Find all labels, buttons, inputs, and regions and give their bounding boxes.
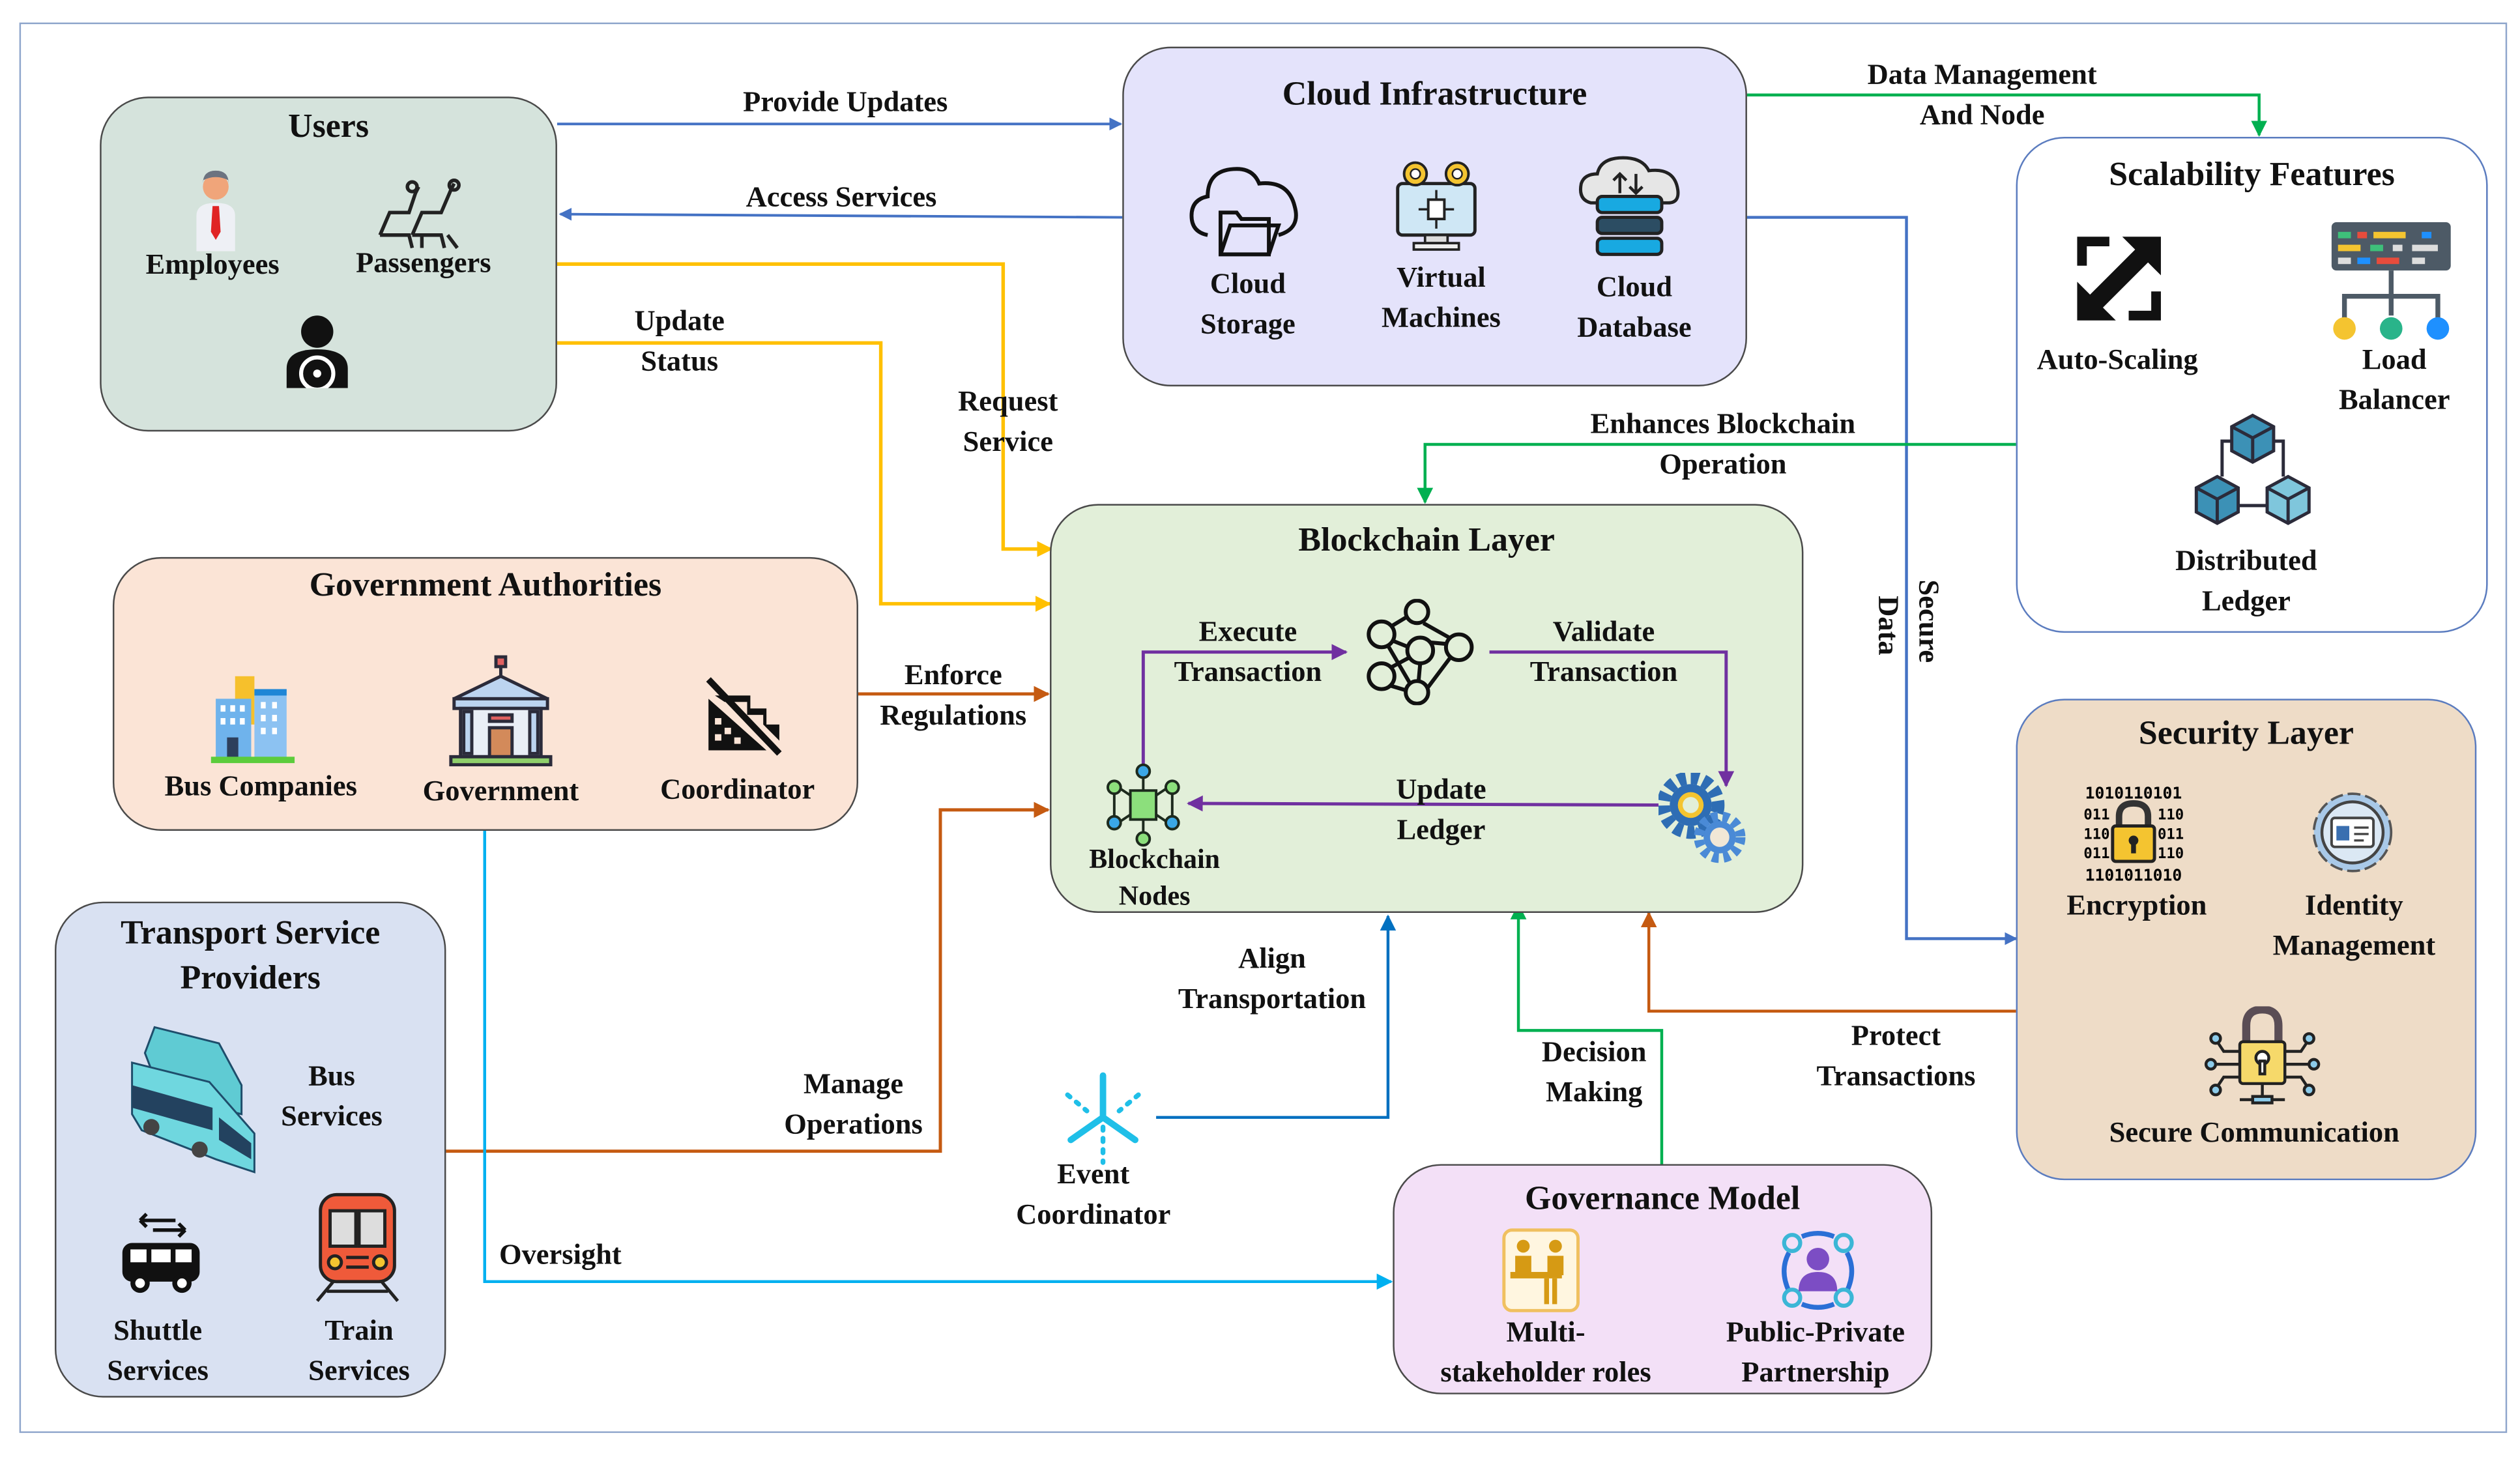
employee-icon <box>196 170 235 252</box>
governance-item-multi-stakeholder: Multi-stakeholder roles <box>1440 1315 1651 1388</box>
svg-text:110: 110 <box>2083 826 2109 843</box>
coordinator-icon <box>706 677 782 756</box>
cloud-title: Cloud Infrastructure <box>1282 74 1587 113</box>
security-item-secure-communication: Secure Communication <box>2109 1116 2399 1148</box>
driver-icon <box>286 315 348 388</box>
government-item-government: Government <box>422 774 579 807</box>
edge-update-status <box>557 341 1052 612</box>
bus-icon <box>131 1026 255 1174</box>
government-title: Government Authorities <box>309 565 662 604</box>
governance-title: Governance Model <box>1525 1178 1801 1218</box>
edge-manage-operations <box>446 801 1050 1153</box>
cloud-database-icon <box>1579 156 1680 256</box>
svg-text:110: 110 <box>2158 807 2184 824</box>
identity-management-icon <box>2312 792 2393 873</box>
distributed-ledger-icon <box>2194 413 2311 525</box>
edge-protect-transactions <box>1640 911 2016 1013</box>
edge-enhances-blockchain <box>1417 442 2016 504</box>
event-coordinator-icon <box>1065 1072 1141 1165</box>
edge-secure-data <box>1746 216 2018 945</box>
government-building-icon <box>449 655 553 767</box>
scalability-title: Scalability Features <box>2109 154 2395 194</box>
network-icon <box>1367 599 1474 706</box>
passengers-icon <box>378 179 461 250</box>
load-balancer-icon <box>2331 222 2451 340</box>
flow-update-ledger <box>1187 795 1659 812</box>
edge-label-oversight: Oversight <box>499 1238 622 1271</box>
encryption-icon: 1010110101 1101011010 011 110 011 110 011 110 <box>2083 784 2183 884</box>
scalability-features-box: Scalability Features <box>2016 137 2488 633</box>
security-title: Security Layer <box>2138 713 2354 752</box>
svg-text:011: 011 <box>2083 807 2109 824</box>
edge-oversight <box>483 830 1393 1290</box>
multi-stakeholder-icon <box>1502 1228 1580 1312</box>
virtual-machine-icon <box>1396 161 1477 251</box>
cloud-storage-icon <box>1189 167 1298 257</box>
train-icon <box>315 1192 399 1303</box>
users-item-passengers: Passengers <box>356 246 491 279</box>
svg-text:1101011010: 1101011010 <box>2085 866 2182 884</box>
secure-communication-icon <box>2204 1006 2321 1104</box>
users-title: Users <box>288 106 369 145</box>
scalability-item-auto-scaling: Auto-Scaling <box>2036 343 2198 375</box>
edge-align-transportation <box>1156 914 1397 1119</box>
government-item-coordinator: Coordinator <box>660 773 815 805</box>
edge-request-service <box>557 262 1053 557</box>
public-private-partnership-icon <box>1782 1231 1855 1310</box>
diagram-frame <box>19 22 2508 1434</box>
flow-validate-transaction <box>1489 650 1735 788</box>
auto-scaling-icon <box>2077 237 2161 321</box>
transport-title-line-2: Providers <box>180 958 321 997</box>
edge-data-management <box>1746 93 2268 137</box>
blockchain-title: Blockchain Layer <box>1298 520 1555 559</box>
security-item-encryption: Encryption <box>2066 888 2207 921</box>
blockchain-nodes-icon <box>1107 763 1180 847</box>
flow-execute-transaction <box>1141 644 1348 773</box>
users-item-employees: Employees <box>145 248 280 280</box>
svg-text:011: 011 <box>2158 826 2184 843</box>
edge-decision-making <box>1510 903 1664 1164</box>
svg-text:1010110101: 1010110101 <box>2085 784 2182 802</box>
edge-label-provide-updates: Provide Updates <box>743 85 948 118</box>
government-item-bus-companies: Bus Companies <box>164 770 357 802</box>
governance-model-box: Governance Model <box>1393 1164 1933 1394</box>
svg-text:110: 110 <box>2158 845 2184 862</box>
svg-text:011: 011 <box>2083 845 2109 862</box>
shuttle-icon <box>122 1213 200 1293</box>
gears-icon <box>1658 773 1746 863</box>
edge-access-services <box>558 207 1123 221</box>
blockchain-layer-box: Blockchain Layer <box>1050 504 1804 914</box>
edge-label-access-services: Access Services <box>746 180 937 213</box>
bus-companies-icon <box>210 676 295 764</box>
transport-title-line-1: Transport Service <box>121 913 381 952</box>
